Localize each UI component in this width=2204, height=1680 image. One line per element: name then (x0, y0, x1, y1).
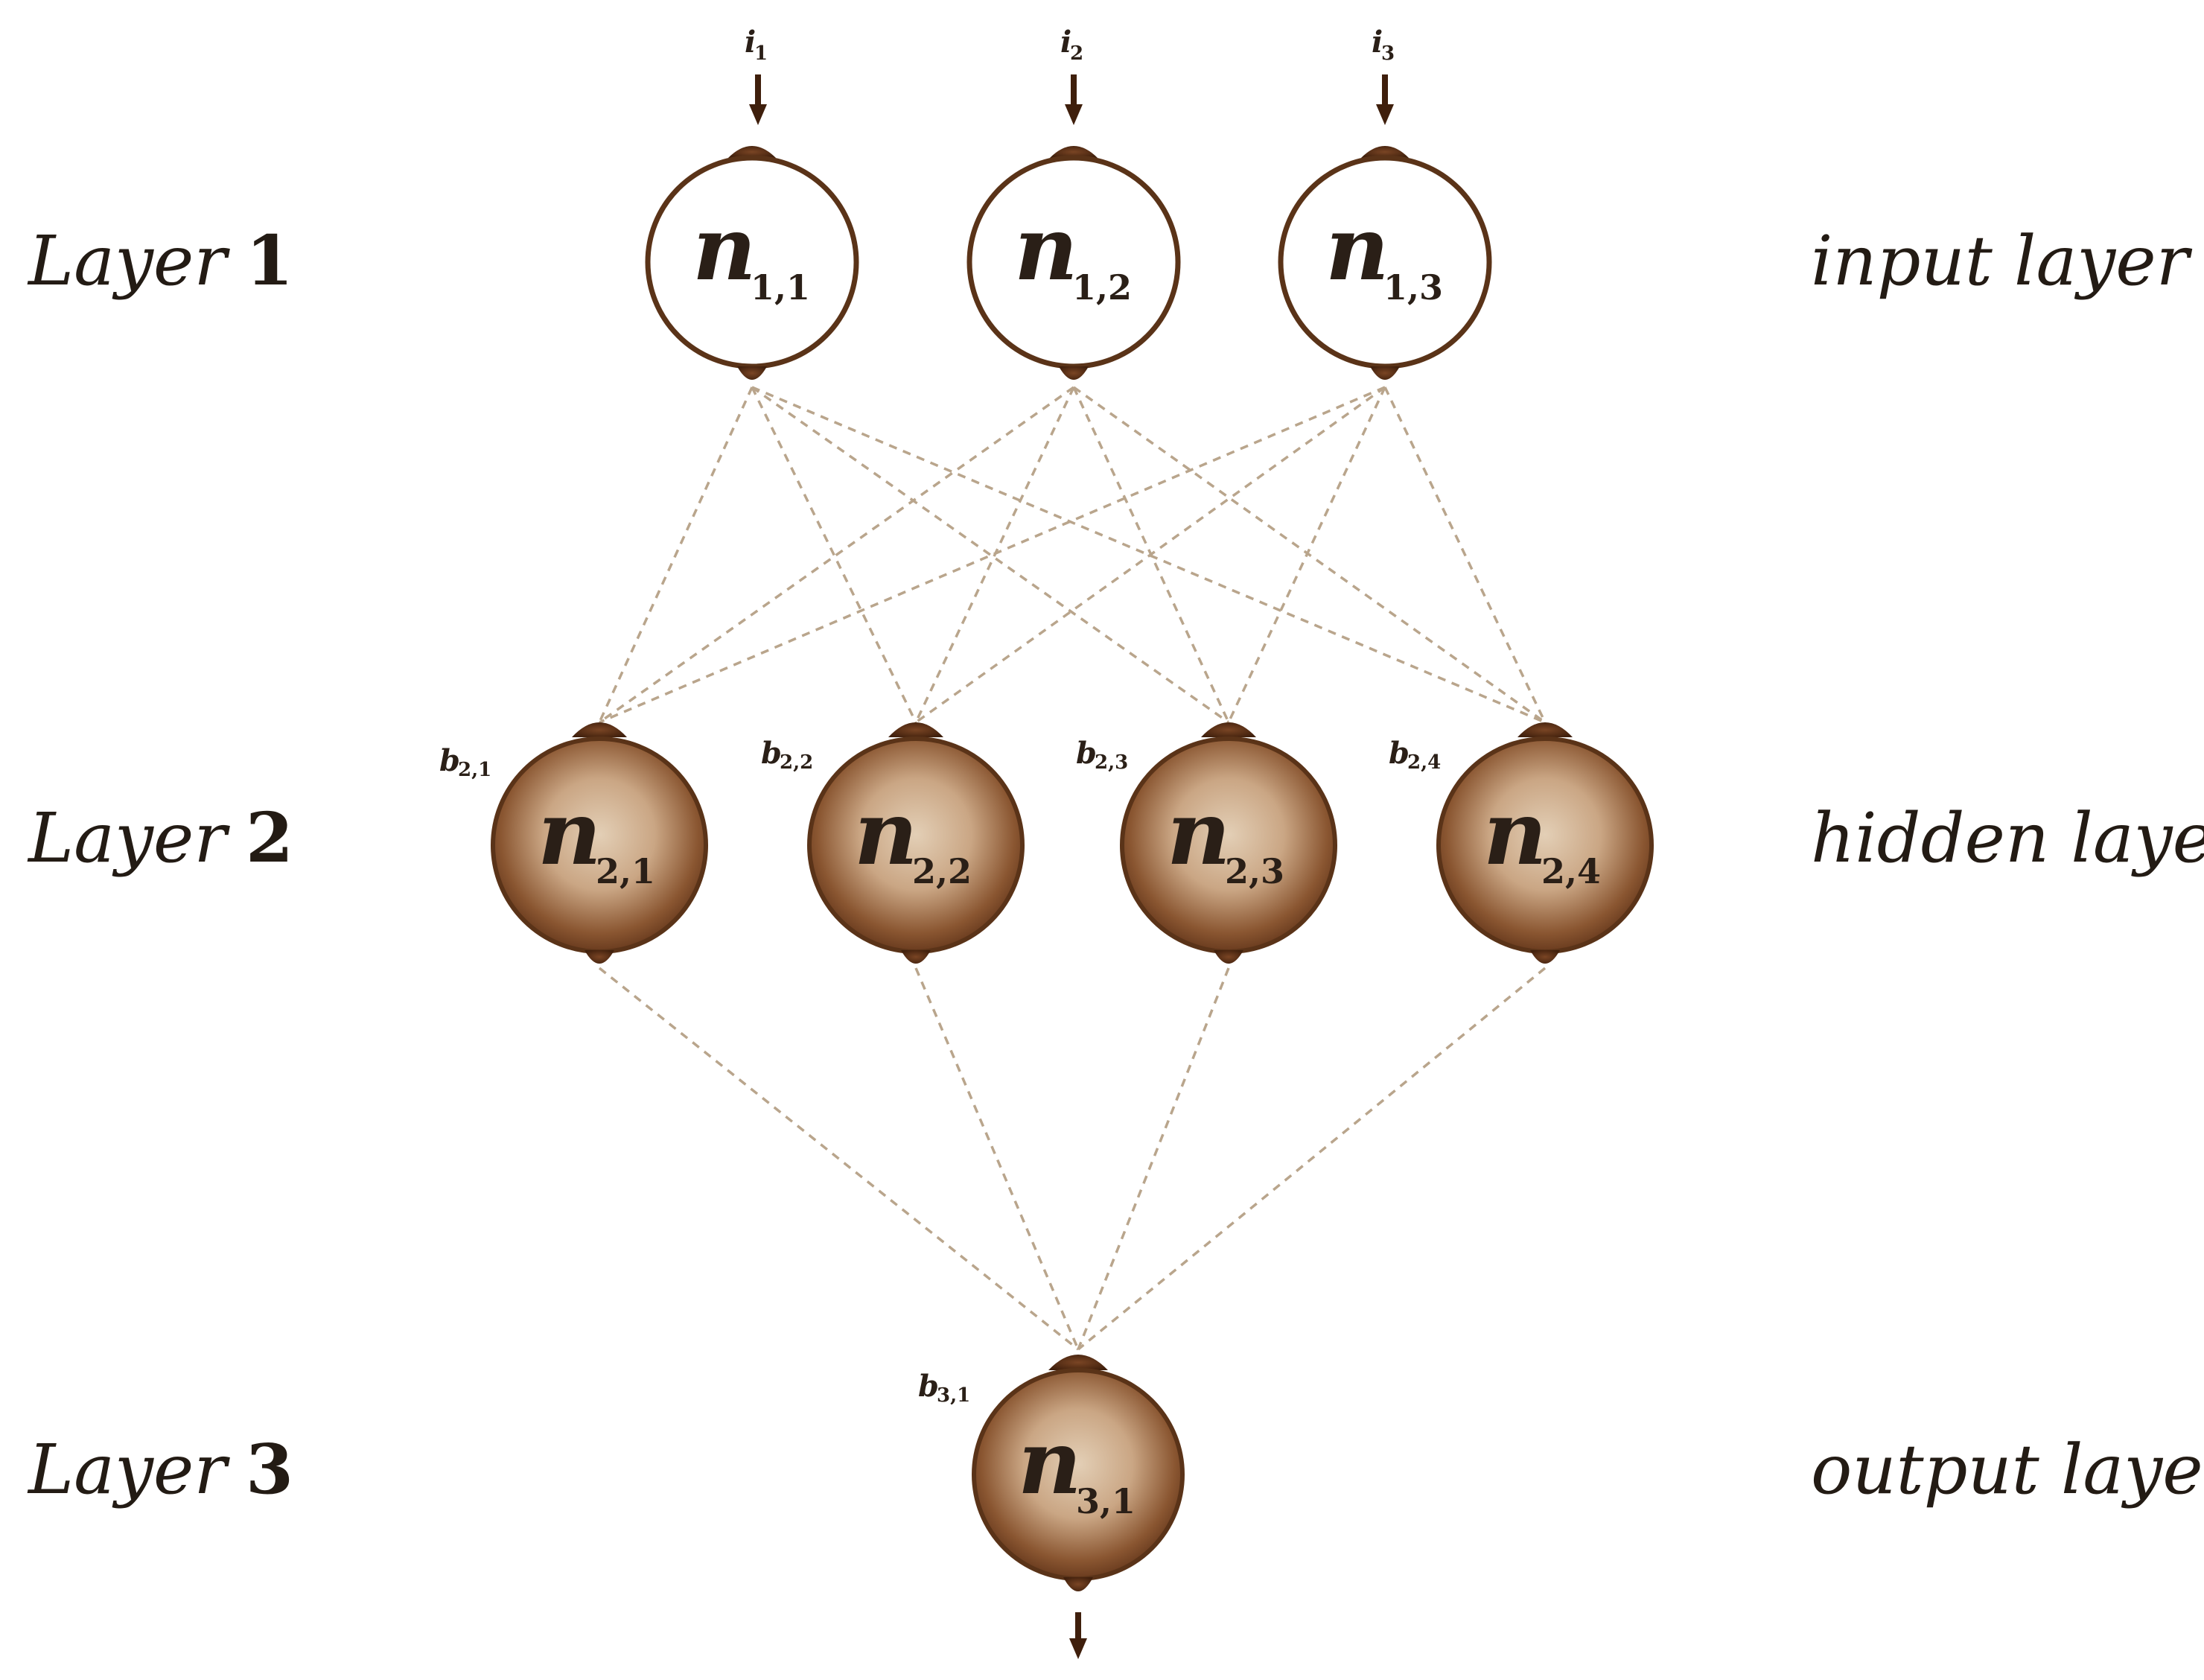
node-3-1: b 3,1 n 3,1 (918, 1355, 1185, 1591)
node-2-2-symbol: n (854, 781, 918, 885)
node-3-1-symbol: n (1018, 1410, 1082, 1514)
node-2-2-index: 2,2 (912, 851, 972, 891)
node-2-4: b 2,4 n 2,4 (1389, 722, 1654, 964)
input-2: i 2 (1060, 25, 1083, 125)
node-2-1: b 2,1 n 2,1 (439, 722, 708, 964)
node-2-3-symbol: n (1167, 781, 1231, 885)
node-1-3-symbol: n (1325, 197, 1389, 300)
output-layer-nodes: b 3,1 n 3,1 (918, 1355, 1185, 1659)
connection-2-4-to-3-1 (1077, 967, 1547, 1351)
connection-2-2-to-3-1 (914, 967, 1080, 1350)
node-2-1-index: 2,1 (596, 851, 655, 891)
connection-2-3-to-3-1 (1077, 967, 1230, 1350)
node-2-3: b 2,3 n 2,3 (1076, 722, 1337, 964)
connection-1-1-to-2-1 (598, 386, 754, 723)
bias-2-2-symbol: b (761, 736, 782, 771)
bias-2-2-index: 2,2 (780, 751, 813, 774)
connection-1-3-to-2-2 (914, 386, 1386, 724)
node-1-1-symbol: n (692, 197, 757, 300)
connection-1-3-to-2-4 (1383, 386, 1547, 723)
bias-2-1-symbol: b (439, 743, 460, 778)
connections-input-hidden (598, 386, 1547, 724)
node-2-4-symbol: n (1483, 781, 1547, 885)
bias-2-1-index: 2,1 (458, 759, 491, 781)
connection-1-2-to-2-4 (1072, 386, 1547, 724)
output-signal (1069, 1612, 1087, 1659)
connection-1-1-to-2-2 (751, 386, 917, 723)
node-1-3: n 1,3 (1278, 146, 1492, 380)
bias-2-3-symbol: b (1076, 736, 1097, 771)
connection-1-3-to-2-1 (599, 386, 1386, 724)
layer-labels: Layer 1 Layer 2 Layer 3 (27, 220, 293, 1509)
input-layer-label: input layer (1811, 221, 2193, 301)
input-1-index: 1 (754, 42, 768, 65)
connections-hidden-output (598, 967, 1547, 1351)
connection-1-2-to-2-1 (598, 386, 1075, 724)
connection-1-1-to-2-4 (751, 386, 1546, 724)
node-1-1: n 1,1 (645, 146, 859, 380)
input-1-symbol: i (745, 25, 756, 60)
hidden-layer-label: hidden layer (1811, 798, 2204, 878)
input-1-arrow-icon (749, 104, 767, 125)
node-1-2: n 1,2 (966, 146, 1181, 380)
input-signals: i 1 i 2 i 3 (745, 25, 1395, 125)
bias-3-1-symbol: b (918, 1369, 939, 1404)
input-layer-nodes: n 1,1 n 1,2 n 1,3 (645, 146, 1492, 380)
layer-3-number: 3 (246, 1429, 293, 1509)
output-layer-label: output layer (1811, 1430, 2204, 1509)
layer-3-word: Layer (27, 1430, 230, 1509)
layer-2-number: 2 (246, 798, 293, 878)
output-arrow-icon (1069, 1638, 1087, 1659)
bias-3-1-index: 3,1 (937, 1384, 970, 1407)
node-1-2-symbol: n (1014, 197, 1078, 300)
hidden-layer-nodes: b 2,1 n 2,1 b 2,2 n 2,2 b 2,3 n 2,3 (439, 722, 1654, 964)
connection-2-1-to-3-1 (598, 967, 1080, 1351)
node-2-3-index: 2,3 (1225, 851, 1284, 891)
input-2-symbol: i (1060, 25, 1071, 60)
layer-roles: input layer hidden layer output layer (1811, 221, 2204, 1509)
bias-2-4-index: 2,4 (1407, 751, 1441, 774)
node-1-3-index: 1,3 (1383, 267, 1443, 308)
input-1: i 1 (745, 25, 768, 125)
input-3-index: 3 (1381, 42, 1395, 65)
node-2-4-index: 2,4 (1541, 851, 1601, 891)
input-2-arrow-icon (1065, 104, 1083, 125)
layer-1-number: 1 (246, 220, 293, 301)
layer-2-word: Layer (27, 798, 230, 878)
connection-1-1-to-2-3 (751, 386, 1230, 724)
input-3: i 3 (1372, 25, 1395, 125)
layer-1-word: Layer (27, 221, 230, 301)
input-2-index: 2 (1070, 42, 1083, 65)
node-2-1-symbol: n (538, 781, 602, 885)
node-2-2: b 2,2 n 2,2 (761, 722, 1025, 964)
input-3-symbol: i (1372, 25, 1383, 60)
node-3-1-index: 3,1 (1076, 1481, 1136, 1521)
input-3-arrow-icon (1376, 104, 1394, 125)
connection-1-3-to-2-3 (1227, 386, 1386, 723)
node-1-2-index: 1,2 (1072, 267, 1132, 308)
bias-2-4-symbol: b (1389, 736, 1410, 771)
node-1-1-index: 1,1 (751, 267, 810, 308)
bias-2-3-index: 2,3 (1095, 751, 1128, 774)
